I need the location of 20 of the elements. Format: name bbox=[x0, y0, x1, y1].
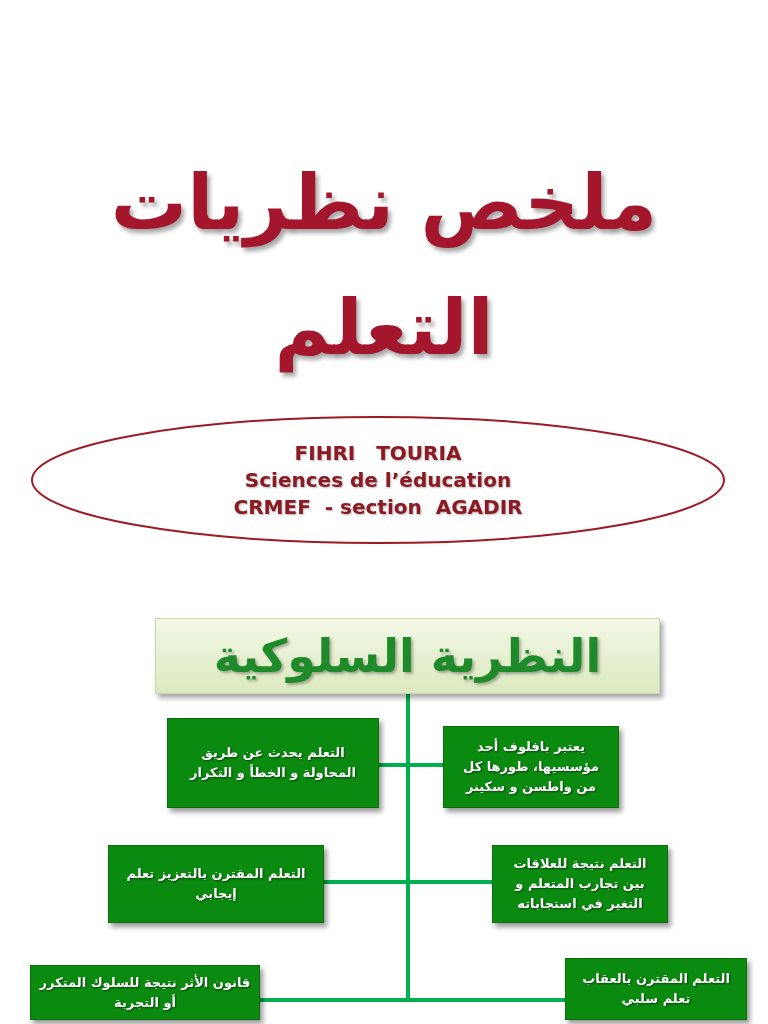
concept-text: التعلم نتيجة للعلاقات بين تجارب المتعلم و التغير في استجاباته bbox=[512, 855, 648, 913]
concept-text: التعلم يحدث عن طريق المحاولة و الخطأ و التكرار bbox=[188, 744, 357, 782]
heading-box bbox=[155, 618, 660, 694]
concept-text: التعلم المقترن بالتعزيز تعلم إيجابي bbox=[125, 865, 307, 903]
concept-text: التعلم المقترن بالعقاب تعلم سلبي bbox=[581, 970, 731, 1008]
heading-text: النظرية السلوكية bbox=[213, 629, 602, 683]
concept-box bbox=[565, 958, 747, 1020]
concept-box bbox=[108, 845, 324, 923]
connector-line bbox=[260, 694, 410, 1002]
concept-text: قانون الأثر نتيجة للسلوك المتكرر أو التجربة bbox=[39, 973, 251, 1012]
author-text: Sciences de l’éducation bbox=[244, 466, 512, 494]
concept-box bbox=[443, 726, 619, 808]
concept-box bbox=[30, 965, 260, 1020]
concept-text: يعتبر بافلوف أحد مؤسسيها، طورها كل من واطسن و سكينر bbox=[462, 737, 600, 796]
concept-box bbox=[492, 845, 668, 923]
author-text: FIHRI TOURIA bbox=[294, 439, 462, 467]
author-text: CRMEF - section AGADIR bbox=[233, 493, 523, 521]
concept-box bbox=[167, 718, 379, 808]
ellipse-frame bbox=[30, 415, 726, 545]
title: ملخص نظريات التعلم bbox=[109, 157, 659, 375]
